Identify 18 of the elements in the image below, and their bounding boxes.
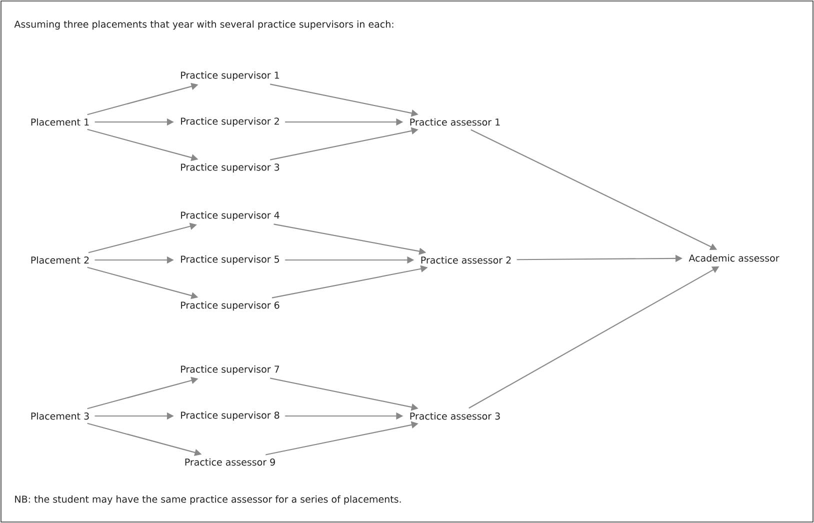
- node-label: Practice supervisor 2: [181, 117, 279, 127]
- node-label: Practice assessor 9: [185, 458, 275, 466]
- node-label: Practice supervisor 3: [181, 163, 280, 173]
- node-label: Practice supervisor 4: [181, 211, 280, 221]
- heading: Assuming three placements that year with several practice supervisors in each:: [14, 20, 394, 30]
- node-label: Practice supervisor 6: [181, 301, 280, 311]
- node-label: Practice supervisor 1: [181, 71, 279, 81]
- node-label: Practice supervisor 8: [181, 411, 280, 421]
- node-label: Practice supervisor 5: [181, 255, 280, 265]
- node-label: Practice assessor 3: [410, 412, 500, 420]
- node-label: Placement 3: [31, 412, 89, 420]
- note: NB: the student may have the same practice assessor for a series of placements.: [15, 495, 401, 505]
- node-label: Academic assessor: [688, 254, 780, 262]
- node-label: Practice assessor 2: [421, 256, 511, 264]
- node-label: Practice assessor 1: [410, 118, 500, 126]
- node-label: Placement 1: [31, 118, 89, 126]
- node-label: Placement 2: [31, 256, 89, 264]
- node-label: Practice supervisor 7: [181, 365, 280, 375]
